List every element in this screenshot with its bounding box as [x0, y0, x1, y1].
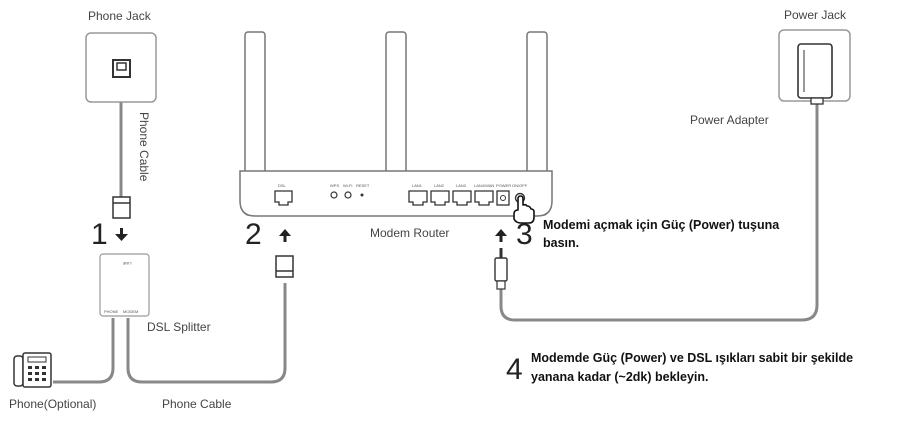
telephone-icon [13, 352, 52, 388]
step-4-number: 4 [506, 353, 523, 386]
reset-hole-icon [360, 193, 364, 197]
power-cable [499, 104, 819, 322]
step-1-number: 1 [91, 218, 108, 251]
reset-text: RESET [356, 183, 370, 188]
onoff-text: ON/OFF [512, 183, 528, 188]
step-2-number: 2 [245, 218, 262, 251]
modem-router-label: Modem Router [370, 226, 449, 240]
lan3-text: LAN3 [456, 183, 467, 188]
up-arrow-power-icon [495, 229, 507, 242]
splitter-phone-text: PHONE [104, 309, 119, 314]
rj11-plug-icon [112, 196, 131, 219]
dsl-port-icon [274, 190, 293, 206]
dsl-port-text: DSL [278, 183, 287, 188]
lan2-text: LAN2 [434, 183, 445, 188]
dsl-splitter-label: DSL Splitter [147, 320, 211, 334]
step-4-instruction-line1: Modemde Güç (Power) ve DSL ışıkları sabi… [531, 351, 853, 365]
dc-plug-icon [494, 248, 508, 290]
step-3-instruction-line1: Modemi açmak için Güç (Power) tuşuna [543, 218, 780, 232]
lan1-port-icon [408, 190, 428, 206]
power-adapter-icon [797, 43, 833, 105]
phone-cable-to-telephone [53, 318, 115, 384]
phone-optional-label: Phone(Optional) [9, 397, 96, 411]
step-3-number: 3 [516, 218, 533, 251]
wps-text: WPS [330, 183, 339, 188]
phone-jack-label: Phone Jack [88, 9, 152, 23]
wps-button-icon [330, 191, 338, 199]
lan4-port-icon [474, 190, 494, 206]
step-3-instruction-line2: basın. [543, 236, 579, 250]
down-arrow-icon [115, 228, 128, 241]
rj11-plug-router-icon [275, 255, 294, 278]
pointing-hand-icon [513, 195, 535, 224]
lan4-text: LAN4/WAN [474, 183, 494, 188]
power-port-text: POWER [496, 183, 511, 188]
lan2-port-icon [430, 190, 450, 206]
lan3-port-icon [452, 190, 472, 206]
phone-cable-vertical-label: Phone Cable [137, 112, 151, 182]
modem-router-icon: DSL WPS Wi-Fi RESET LAN1 LAN2 LAN3 LAN4/… [239, 170, 553, 217]
splitter-line-text: LINE [122, 261, 131, 266]
splitter-modem-text: MODEM [123, 309, 138, 314]
lan1-text: LAN1 [412, 183, 423, 188]
phone-cable-bottom-label: Phone Cable [162, 397, 232, 411]
wifi-button-icon [344, 191, 352, 199]
up-arrow-icon [279, 229, 291, 242]
phone-jack-icon [85, 32, 157, 103]
dsl-splitter-icon: LINE PHONE MODEM [99, 253, 150, 317]
step-4-instruction-line2: yanana kadar (~2dk) bekleyin. [531, 370, 709, 384]
phone-cable-to-router [126, 283, 287, 384]
power-adapter-label: Power Adapter [690, 113, 769, 127]
power-jack-label: Power Jack [784, 8, 847, 22]
wifi-text: Wi-Fi [343, 183, 352, 188]
